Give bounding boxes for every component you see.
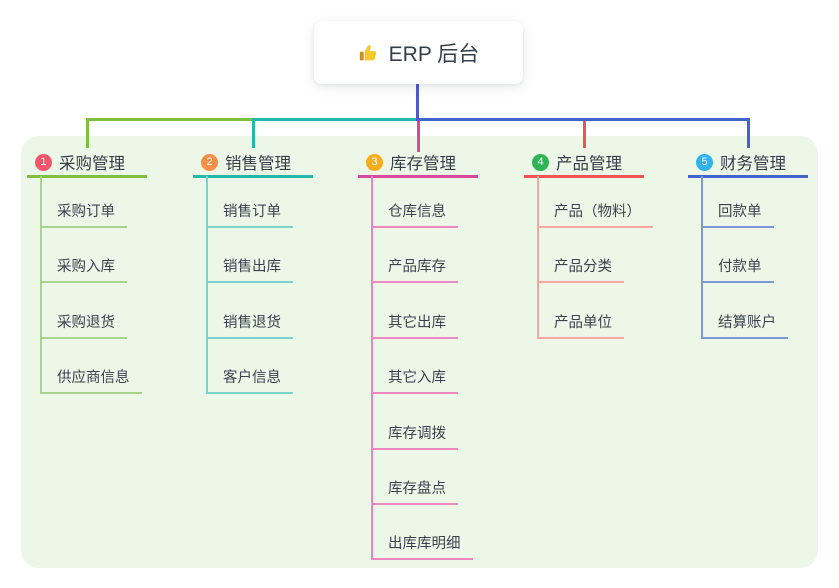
root-connector-line	[416, 84, 419, 121]
child-node[interactable]: 结算账户	[701, 310, 788, 339]
branch-label: 产品管理	[556, 155, 622, 173]
branch-connector-stub	[582, 118, 586, 148]
branch-number-badge: 5	[696, 153, 713, 171]
child-node-label: 产品单位	[554, 314, 612, 331]
child-node[interactable]: 采购入库	[40, 254, 127, 284]
branch-number-badge: 2	[201, 153, 218, 171]
branch-connector-stub	[85, 118, 89, 148]
child-node-label: 客户信息	[223, 370, 281, 387]
branch-connector-horizontal	[251, 118, 419, 121]
child-node[interactable]: 供应商信息	[40, 365, 142, 395]
child-node[interactable]: 产品（物料）	[537, 199, 653, 228]
branches-panel	[21, 136, 818, 568]
child-node-label: 付款单	[718, 259, 762, 276]
branch-child-spine	[40, 176, 42, 395]
child-node[interactable]: 客户信息	[206, 365, 293, 395]
child-node[interactable]: 销售退货	[206, 310, 293, 339]
child-node-label: 销售订单	[223, 204, 281, 220]
child-node[interactable]: 产品单位	[537, 310, 624, 339]
child-node[interactable]: 库存盘点	[371, 476, 458, 505]
child-node-label: 销售退货	[223, 314, 281, 331]
branch-number-badge: 3	[366, 153, 383, 171]
child-node[interactable]: 库存调拨	[371, 421, 458, 450]
branch-node-3[interactable]: 3 库存管理	[358, 149, 478, 178]
child-node[interactable]: 采购订单	[40, 199, 127, 228]
child-node-label: 采购入库	[57, 259, 115, 276]
branch-node-1[interactable]: 1 采购管理	[27, 149, 147, 178]
root-node[interactable]: ERP 后台	[314, 21, 523, 84]
child-node-label: 仓库信息	[388, 204, 446, 220]
child-node[interactable]: 回款单	[701, 199, 774, 228]
child-node[interactable]: 其它入库	[371, 365, 458, 395]
thumbs-up-icon	[358, 42, 380, 64]
child-node-label: 产品（物料）	[554, 204, 641, 220]
branch-child-spine	[206, 176, 208, 395]
branch-connector-stub	[416, 118, 420, 152]
branch-label: 销售管理	[225, 155, 291, 173]
child-node[interactable]: 销售出库	[206, 254, 293, 284]
branch-connector-horizontal	[416, 118, 750, 121]
child-node-label: 产品分类	[554, 259, 612, 276]
child-node-label: 产品库存	[388, 259, 446, 276]
child-node-label: 其它出库	[388, 314, 446, 331]
branch-child-spine	[701, 176, 703, 339]
child-node-label: 其它入库	[388, 370, 446, 387]
child-node-label: 库存调拨	[388, 425, 446, 442]
root-label: ERP 后台	[388, 42, 480, 66]
branch-number-badge: 1	[35, 153, 52, 171]
child-node[interactable]: 销售订单	[206, 199, 293, 228]
branch-label: 财务管理	[720, 155, 786, 173]
branch-node-2[interactable]: 2 销售管理	[193, 149, 313, 178]
branch-label: 库存管理	[390, 155, 456, 173]
child-node[interactable]: 仓库信息	[371, 199, 458, 228]
child-node[interactable]: 付款单	[701, 254, 774, 284]
child-node[interactable]: 其它出库	[371, 310, 458, 339]
child-node-label: 采购退货	[57, 314, 115, 331]
branch-label: 采购管理	[59, 155, 125, 173]
child-node-label: 回款单	[718, 204, 762, 220]
child-node[interactable]: 采购退货	[40, 310, 127, 339]
branch-node-5[interactable]: 5 财务管理	[688, 149, 808, 178]
branch-child-spine	[371, 176, 373, 561]
child-node[interactable]: 出库库明细	[371, 531, 473, 561]
branch-connector-stub	[746, 118, 750, 148]
child-node-label: 采购订单	[57, 204, 115, 220]
child-node-label: 供应商信息	[57, 370, 130, 387]
child-node[interactable]: 产品库存	[371, 254, 458, 284]
branch-node-4[interactable]: 4 产品管理	[524, 149, 644, 178]
child-node-label: 出库库明细	[388, 536, 461, 553]
branch-number-badge: 4	[532, 153, 549, 171]
child-node[interactable]: 产品分类	[537, 254, 624, 284]
branch-child-spine	[537, 176, 539, 339]
child-node-label: 销售出库	[223, 259, 281, 276]
child-node-label: 库存盘点	[388, 481, 446, 497]
branch-connector-stub	[251, 118, 255, 148]
child-node-label: 结算账户	[718, 314, 776, 331]
